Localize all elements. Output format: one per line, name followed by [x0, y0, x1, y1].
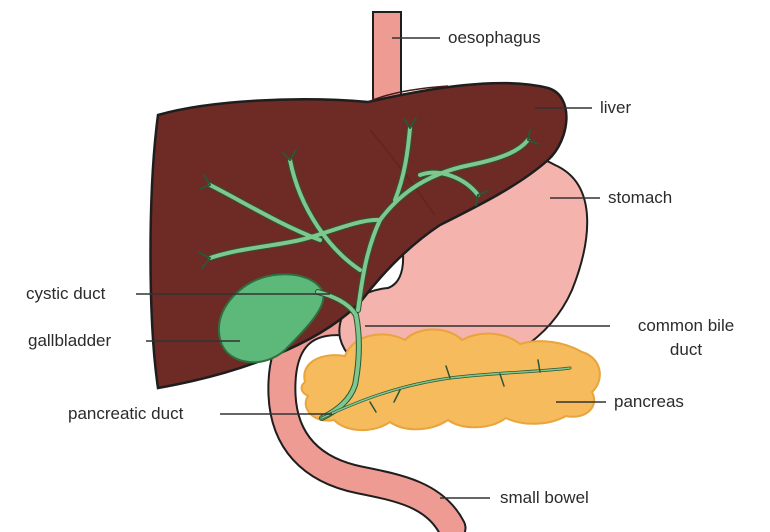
label-common-bile-duct-line1: common bile — [616, 316, 756, 336]
label-cystic-duct: cystic duct — [26, 284, 105, 304]
label-stomach: stomach — [608, 188, 672, 208]
label-pancreatic-duct: pancreatic duct — [68, 404, 183, 424]
label-oesophagus: oesophagus — [448, 28, 541, 48]
label-common-bile-duct-line2: duct — [616, 340, 756, 360]
label-pancreas: pancreas — [614, 392, 684, 412]
label-gallbladder: gallbladder — [28, 331, 111, 351]
label-common-bile-duct: common bile duct — [616, 316, 756, 360]
label-small-bowel: small bowel — [500, 488, 589, 508]
label-liver: liver — [600, 98, 631, 118]
